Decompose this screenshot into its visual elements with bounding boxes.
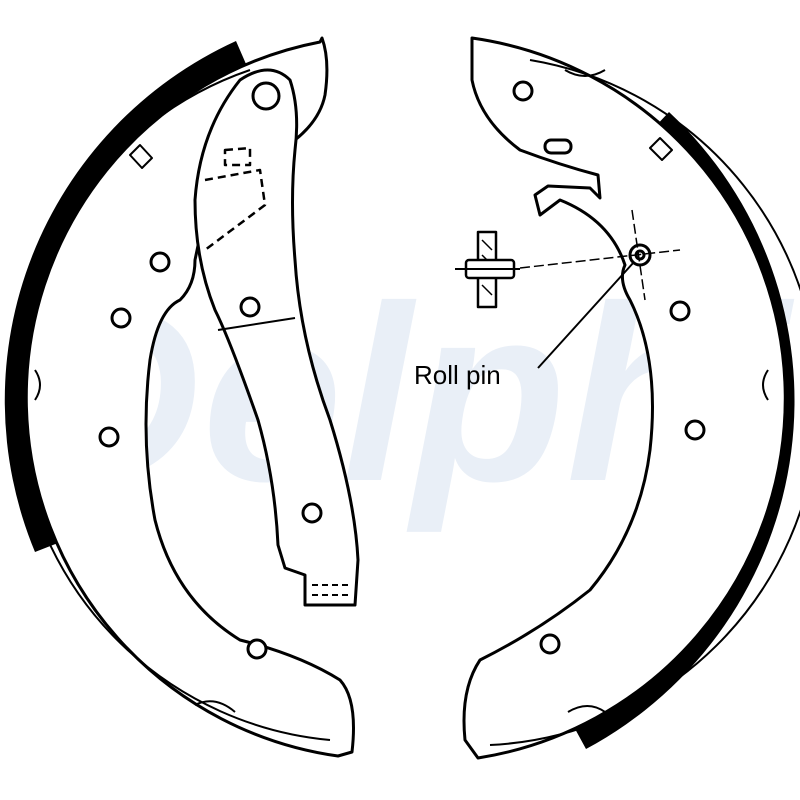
right-shoe-body <box>462 36 787 760</box>
hole <box>149 251 171 273</box>
lever-tip-dashes <box>312 584 350 596</box>
roll-pin-label: Roll pin <box>414 360 501 390</box>
handbrake-lever <box>193 68 360 607</box>
roll-pin-leader-line <box>537 261 635 369</box>
hole <box>669 300 691 322</box>
left-notch <box>34 144 236 713</box>
left-lining <box>4 41 247 552</box>
right-table-line <box>489 59 800 746</box>
left-table-line <box>15 69 331 741</box>
lever-dashed-slot <box>204 146 267 251</box>
hole <box>98 426 120 448</box>
hole <box>239 296 261 318</box>
right-lining <box>574 112 795 749</box>
roll-pin-detail <box>455 230 520 309</box>
hole <box>684 419 706 441</box>
hole <box>301 502 323 524</box>
right-notch <box>564 69 769 713</box>
lever-pivot-hole <box>251 81 281 111</box>
hole <box>512 80 534 102</box>
right-brake-shoe <box>462 36 800 760</box>
lever-divider <box>217 317 296 331</box>
hole <box>110 307 132 329</box>
hole <box>539 633 561 655</box>
hole <box>246 638 268 660</box>
left-brake-shoe <box>4 36 360 758</box>
roll-pin-centerlines <box>519 209 681 301</box>
slot <box>543 138 573 155</box>
